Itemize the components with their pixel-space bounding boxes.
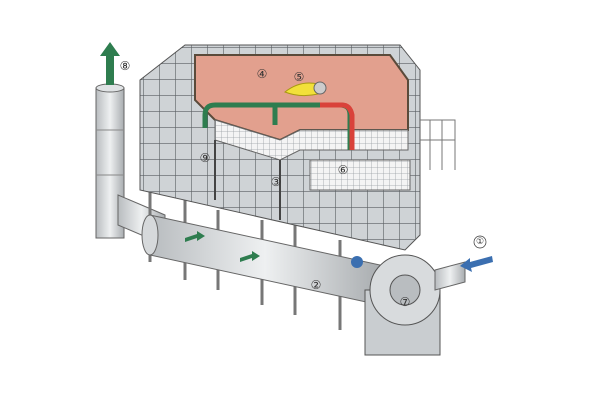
gas-flow-arrows [202,102,355,150]
svg-text:⑧: ⑧ [120,59,131,73]
svg-text:③: ③ [271,175,282,189]
svg-text:⑨: ⑨ [200,151,211,165]
label-1: ① [473,235,487,249]
burner [284,81,327,97]
ceramic-bed [309,159,411,191]
oxidizer-casing [139,44,456,251]
svg-text:④: ④ [257,67,268,81]
label-8: ⑧ [120,59,131,73]
svg-text:⑥: ⑥ [338,163,349,177]
label-9: ⑨ [200,151,211,165]
svg-text:①: ① [476,237,484,247]
label-4: ④ [257,67,268,81]
label-5: ⑤ [294,70,305,84]
svg-text:⑦: ⑦ [400,295,411,309]
label-7: ⑦ [400,295,411,309]
inlet-arrow-icon [460,256,493,272]
svg-text:⑤: ⑤ [294,70,305,84]
fan [351,254,466,356]
svg-text:②: ② [311,278,322,292]
label-3: ③ [271,175,282,189]
callout-labels: ① ② ③ ④ ⑤ ⑥ ⑦ ⑧ ⑨ [120,59,487,309]
exhaust-arrow-icon [100,42,120,85]
collection-duct [141,214,381,306]
label-6: ⑥ [338,163,349,177]
label-2: ② [311,278,322,292]
